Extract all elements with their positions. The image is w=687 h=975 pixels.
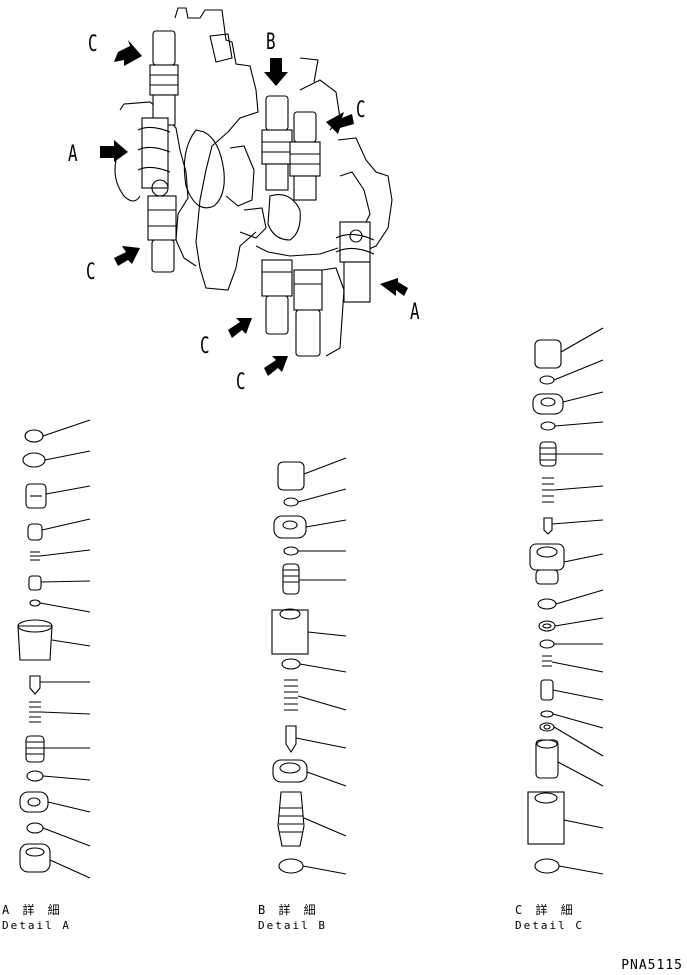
arrow-c-bottom-2 [264,356,288,376]
callout-c-lower-left: C [86,260,96,285]
detail-c-caption-jp: C 詳 細 [515,903,576,917]
callout-c-top-left: C [88,32,98,57]
arrow-a-left [100,140,128,162]
document-id: PNA5115 [621,958,683,973]
detail-c-parts [527,327,604,875]
callout-a-left: A [68,142,78,167]
callout-c-right: C [356,98,366,123]
detail-c-caption-en: Detail C [515,919,584,932]
callout-a-right: A [410,300,420,325]
arrow-c-lower-left [114,246,140,266]
arrow-a-right [380,278,408,296]
detail-a-caption-en: Detail A [2,919,71,932]
detail-b-caption-jp: B 詳 細 [258,903,319,917]
arrow-b [264,58,288,86]
detail-b-parts [271,457,347,875]
valve-assembly [100,7,408,376]
detail-a-caption-jp: A 詳 細 [2,903,63,917]
arrow-c-right [326,112,354,134]
callout-b: B [266,30,276,55]
detail-a-parts [17,419,91,879]
arrow-c-bottom-1 [228,318,252,338]
detail-b-caption-en: Detail B [258,919,327,932]
callout-c-bottom-2: C [236,370,246,395]
arrow-c-top-left [114,40,142,66]
callout-c-bottom-1: C [200,334,210,359]
